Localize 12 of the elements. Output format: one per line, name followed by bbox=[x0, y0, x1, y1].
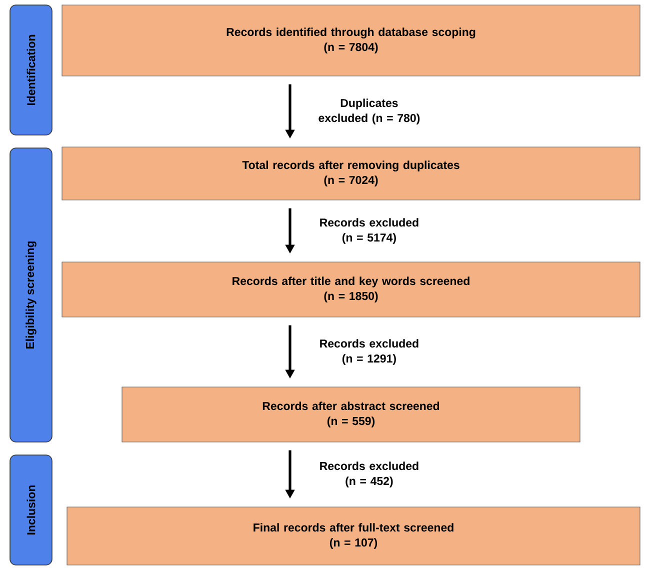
process-box: Total records after removing duplicates (n = 7024) bbox=[62, 146, 640, 200]
process-box: Records identified through database scoping (n = 7804) bbox=[62, 4, 640, 76]
edge-label: Records excluded (n = 452) bbox=[320, 462, 418, 488]
process-box: Final records after full-text screened (n = 107) bbox=[66, 506, 640, 566]
side-band: Identification bbox=[10, 4, 52, 136]
side-band: Eligibility screening bbox=[10, 148, 52, 442]
process-box: Records after abstract screened (n = 559) bbox=[122, 386, 580, 442]
side-band: Inclusion bbox=[10, 454, 52, 566]
process-box: Records after title and key words screened (n = 1850) bbox=[62, 262, 640, 318]
edge-label: Records excluded (n = 1291) bbox=[320, 339, 418, 365]
edge-label: Duplicates excluded (n = 780) bbox=[318, 98, 420, 124]
edge-label: Records excluded (n = 5174) bbox=[320, 218, 418, 244]
